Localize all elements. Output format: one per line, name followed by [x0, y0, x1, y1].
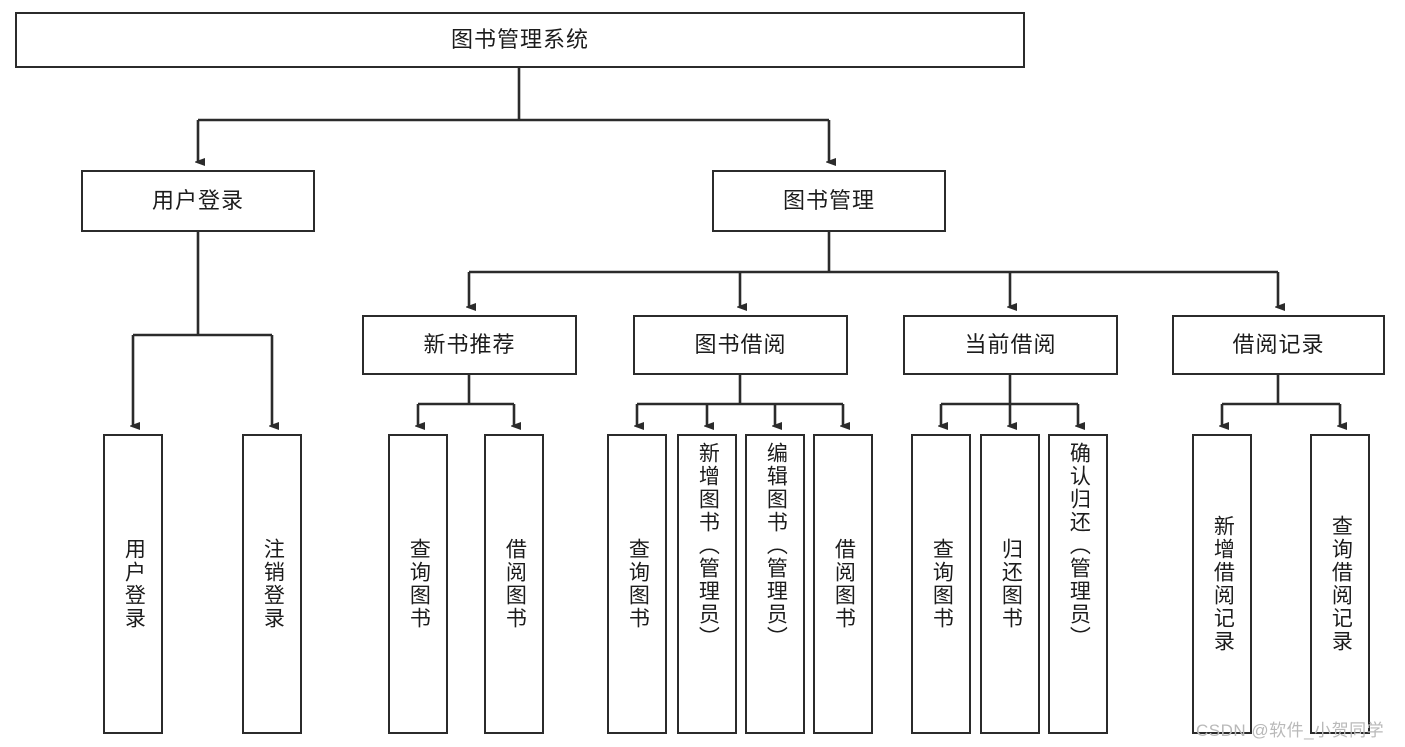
leaf-borrow-book-3-label: 编辑图书（管理员） [764, 442, 788, 649]
leaf-new-book-2[interactable]: 借阅图书 [484, 434, 544, 734]
leaf-new-book-1-label: 查询图书 [407, 538, 431, 630]
leaf-current-borrow-1[interactable]: 查询图书 [911, 434, 971, 734]
leaf-borrow-record-2[interactable]: 查询借阅记录 [1310, 434, 1370, 734]
leaf-new-book-2-label: 借阅图书 [503, 538, 527, 630]
node-borrow-book[interactable]: 图书借阅 [633, 315, 848, 375]
node-book-manage-label: 图书管理 [782, 187, 875, 213]
leaf-borrow-record-1[interactable]: 新增借阅记录 [1192, 434, 1252, 734]
csdn-watermark: CSDN @软件_小贺同学 [1196, 721, 1385, 740]
leaf-current-borrow-3[interactable]: 确认归还（管理员） [1048, 434, 1108, 734]
leaf-current-borrow-1-label: 查询图书 [930, 538, 954, 630]
leaf-current-borrow-3-label: 确认归还（管理员） [1067, 442, 1091, 649]
leaf-borrow-book-2-label: 新增图书（管理员） [696, 442, 720, 649]
node-root[interactable]: 图书管理系统 [15, 12, 1025, 68]
node-current-borrow[interactable]: 当前借阅 [903, 315, 1118, 375]
node-book-manage[interactable]: 图书管理 [712, 170, 946, 232]
leaf-borrow-record-2-label: 查询借阅记录 [1329, 515, 1353, 653]
leaf-user-login-1[interactable]: 用户登录 [103, 434, 163, 734]
node-borrow-record-label: 借阅记录 [1232, 331, 1325, 357]
leaf-user-login-1-label: 用户登录 [122, 538, 146, 630]
leaf-current-borrow-2-label: 归还图书 [999, 538, 1023, 630]
leaf-new-book-1[interactable]: 查询图书 [388, 434, 448, 734]
node-borrow-record[interactable]: 借阅记录 [1172, 315, 1385, 375]
leaf-borrow-book-1[interactable]: 查询图书 [607, 434, 667, 734]
leaf-borrow-book-1-label: 查询图书 [626, 538, 650, 630]
leaf-borrow-book-4-label: 借阅图书 [832, 538, 856, 630]
leaf-borrow-book-4[interactable]: 借阅图书 [813, 434, 873, 734]
node-current-borrow-label: 当前借阅 [964, 331, 1057, 357]
leaf-user-login-2[interactable]: 注销登录 [242, 434, 302, 734]
leaf-borrow-book-2[interactable]: 新增图书（管理员） [677, 434, 737, 734]
node-new-book-label: 新书推荐 [423, 331, 516, 357]
node-user-login[interactable]: 用户登录 [81, 170, 315, 232]
leaf-borrow-record-1-label: 新增借阅记录 [1211, 515, 1235, 653]
node-new-book[interactable]: 新书推荐 [362, 315, 577, 375]
node-user-login-label: 用户登录 [151, 187, 244, 213]
leaf-current-borrow-2[interactable]: 归还图书 [980, 434, 1040, 734]
leaf-borrow-book-3[interactable]: 编辑图书（管理员） [745, 434, 805, 734]
node-root-label: 图书管理系统 [450, 26, 589, 52]
node-borrow-book-label: 图书借阅 [694, 331, 787, 357]
leaf-user-login-2-label: 注销登录 [261, 538, 285, 630]
